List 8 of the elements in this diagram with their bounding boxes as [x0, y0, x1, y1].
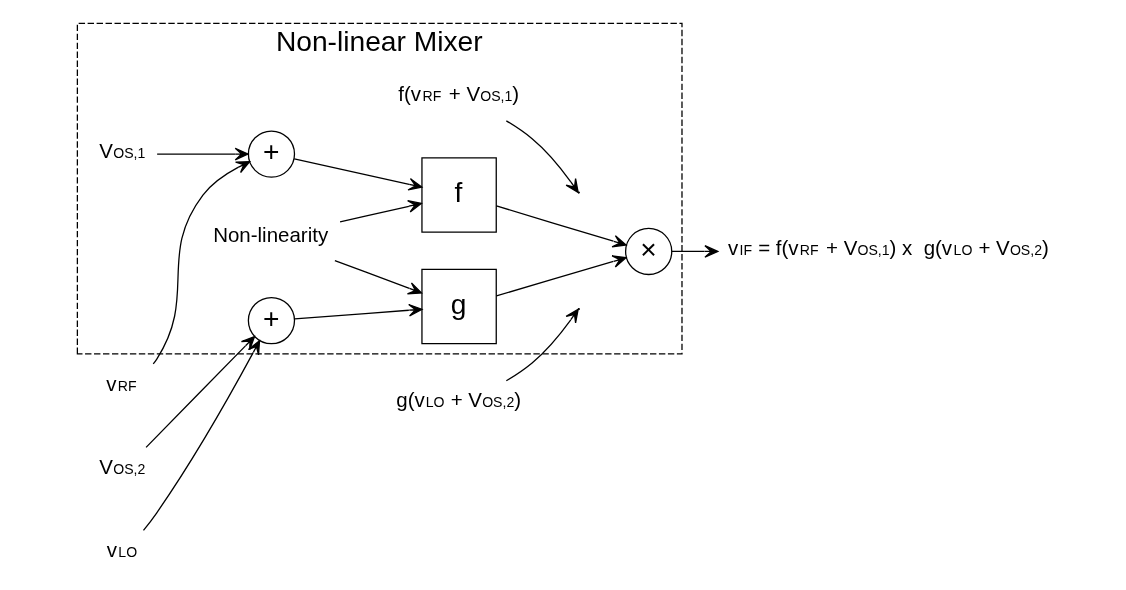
node-text: vRF [105, 371, 136, 395]
node-text: g(vLO + VOS,2) [395, 388, 521, 412]
node-text: vLO [106, 538, 137, 562]
node-text: f(vRF + VOS,1) [397, 82, 519, 106]
node-text: VOS,1 [98, 138, 145, 162]
node-text: Non-linearity [212, 223, 328, 247]
node-text: vIF = f(vRF + VOS,1) x g(vLO + VOS,2) [727, 236, 1049, 260]
node-text: VOS,2 [98, 455, 145, 479]
